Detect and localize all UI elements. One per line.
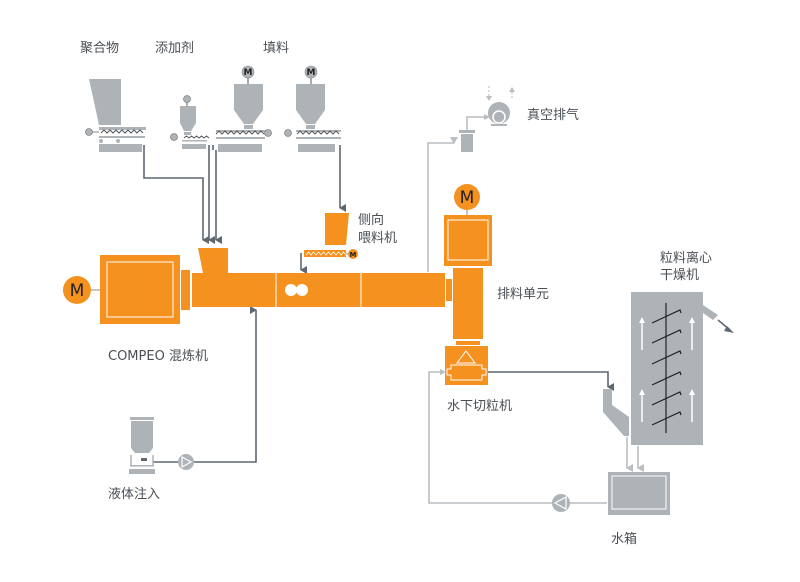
motor-icon	[85, 128, 93, 136]
label-dryer-1: 粒料离心	[660, 250, 712, 266]
label-discharge: 排料单元	[497, 287, 549, 302]
motor-icon	[63, 276, 91, 304]
side-feeder: M	[304, 213, 358, 259]
underwater-pelletizer	[445, 346, 488, 385]
polymer-feeder	[85, 79, 146, 152]
label-filler: 填料	[263, 41, 289, 56]
liquid-injection-tank	[129, 417, 155, 474]
label-side-feeder-1: 侧向	[358, 212, 384, 228]
filler-feeder-1: M	[215, 65, 272, 152]
compeo-compounder: M	[63, 248, 452, 324]
svg-text:M: M	[70, 281, 85, 301]
motor-icon	[264, 129, 272, 137]
water-lines	[428, 371, 644, 504]
barrel	[192, 273, 445, 307]
svg-text:M: M	[244, 68, 253, 78]
label-water-tank: 水箱	[611, 531, 637, 547]
motor-icon	[348, 249, 358, 259]
liquid-pump-icon	[178, 454, 194, 470]
motor-icon	[170, 133, 178, 141]
svg-text:M: M	[350, 251, 357, 259]
additive-feeder	[170, 95, 210, 149]
svg-text:M: M	[307, 68, 316, 78]
centrifugal-dryer	[603, 292, 734, 445]
motor-icon	[284, 129, 292, 137]
label-compounder: COMPEO 混炼机	[108, 349, 208, 364]
label-additive: 添加剂	[155, 41, 194, 56]
label-polymer: 聚合物	[80, 41, 119, 56]
filler-feeder-2: M	[284, 65, 341, 152]
label-side-feeder-2: 喂料机	[358, 231, 397, 246]
water-tank	[608, 472, 670, 515]
motor-icon	[454, 184, 480, 210]
label-dryer-2: 干燥机	[660, 268, 699, 283]
feed-lines	[143, 145, 614, 463]
label-liquid: 液体注入	[108, 487, 160, 502]
vacuum-system	[427, 86, 515, 272]
label-vacuum: 真空排气	[527, 107, 579, 123]
svg-text:M: M	[460, 188, 475, 208]
water-pump-icon	[552, 494, 570, 512]
discharge-unit: M	[444, 184, 492, 345]
label-pelletizer: 水下切粒机	[447, 399, 512, 414]
motor-icon	[183, 95, 191, 103]
main-hopper	[198, 248, 228, 273]
